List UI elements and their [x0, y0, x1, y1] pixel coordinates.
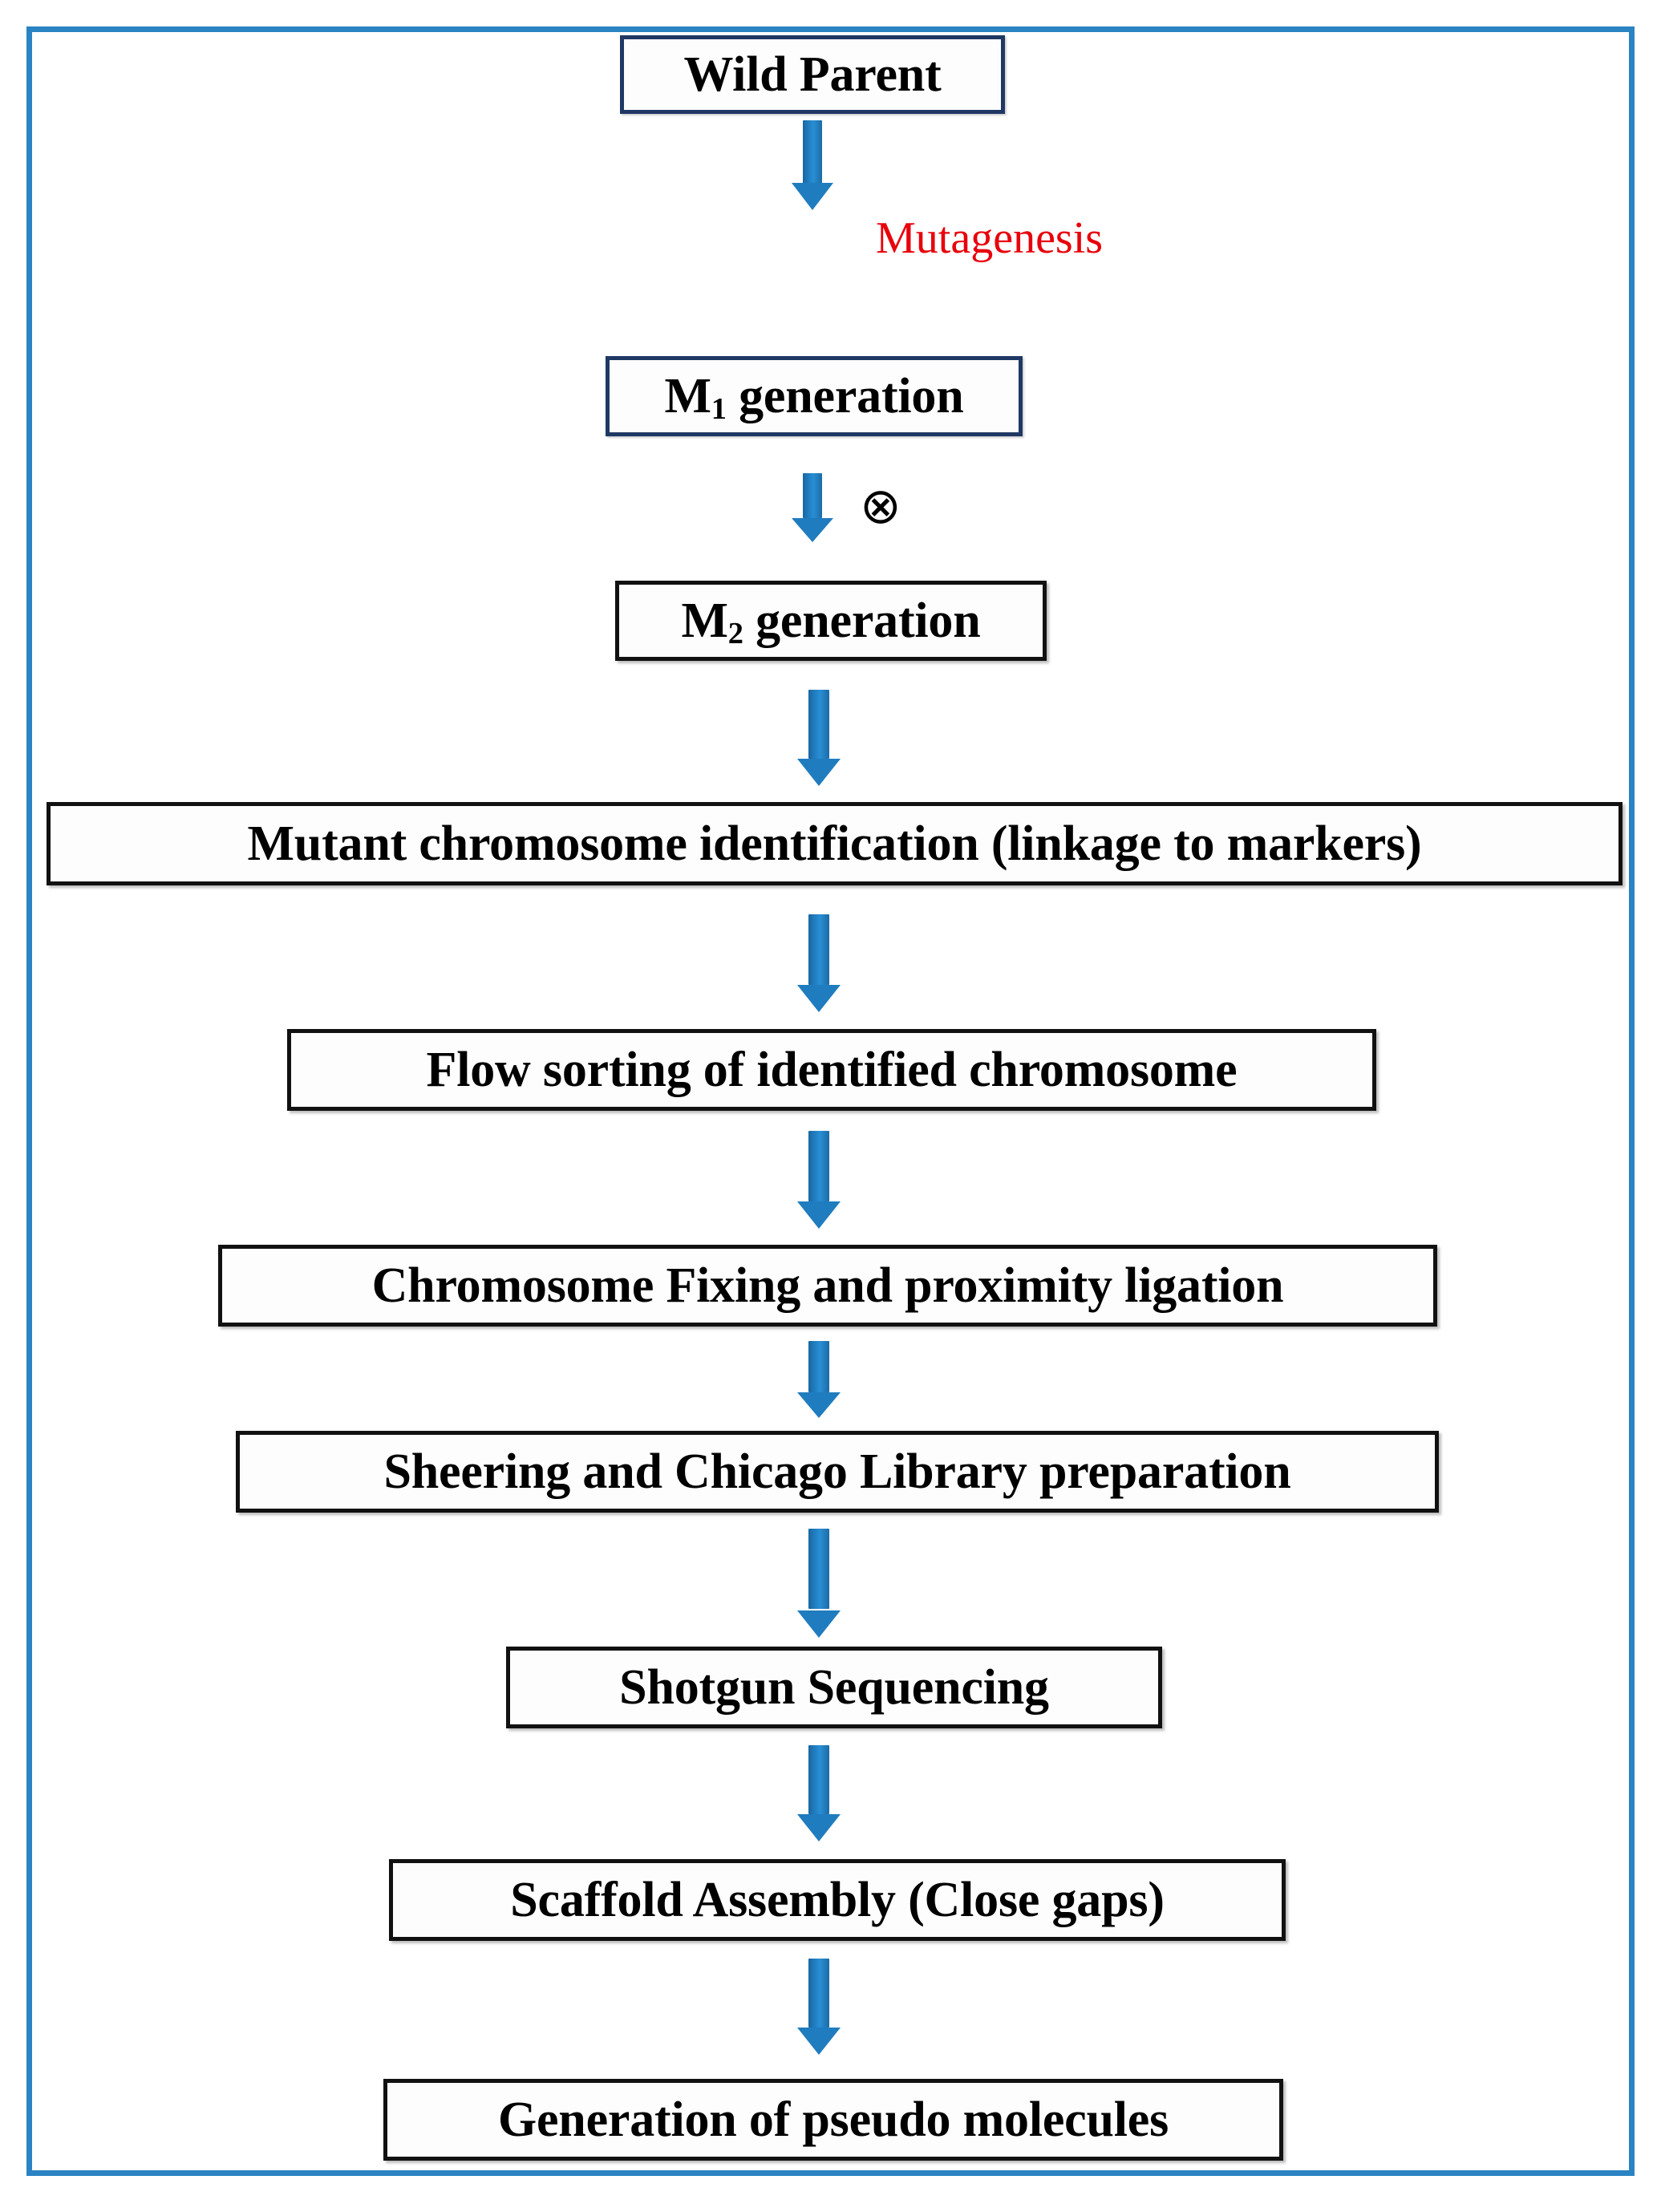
node-shotgun-sequencing: Shotgun Sequencing — [506, 1647, 1162, 1728]
arrow-shaft — [803, 120, 822, 184]
arrow-shaft — [808, 1959, 829, 2028]
arrow-head — [797, 985, 841, 1012]
arrow-chromosome-fixing-to-sheering — [791, 1341, 847, 1418]
arrow-wild-parent-to-m1 — [784, 120, 841, 210]
arrow-shotgun-to-scaffold-assembly — [791, 1745, 847, 1841]
node-mutant-chromosome-identification-label: Mutant chromosome identification (linkag… — [247, 816, 1422, 871]
arrow-m1-to-m2 — [784, 473, 841, 542]
arrow-head — [797, 1201, 841, 1229]
selfing-cross-icon: ⊗ — [860, 476, 901, 535]
node-mutant-chromosome-identification: Mutant chromosome identification (linkag… — [47, 802, 1623, 885]
node-flow-sorting: Flow sorting of identified chromosome — [287, 1029, 1376, 1111]
arrow-m2-to-mutant-identification — [791, 690, 847, 786]
node-shotgun-sequencing-label: Shotgun Sequencing — [619, 1659, 1049, 1715]
arrow-head — [797, 1610, 841, 1638]
node-pseudo-molecules-label: Generation of pseudo molecules — [497, 2092, 1169, 2147]
node-chromosome-fixing: Chromosome Fixing and proximity ligation — [218, 1245, 1437, 1327]
arrow-shaft — [808, 690, 829, 759]
arrow-head — [797, 1392, 841, 1418]
node-m2-generation-label: M2 generation — [681, 593, 981, 650]
arrow-shaft — [808, 1529, 829, 1609]
node-wild-parent: Wild Parent — [620, 35, 1005, 114]
node-chromosome-fixing-label: Chromosome Fixing and proximity ligation — [371, 1258, 1284, 1313]
arrow-head — [797, 1814, 841, 1841]
node-scaffold-assembly-label: Scaffold Assembly (Close gaps) — [510, 1872, 1165, 1927]
arrow-shaft — [803, 473, 822, 518]
arrow-sheering-to-shotgun-sequencing — [791, 1529, 847, 1638]
arrow-shaft — [808, 1131, 829, 1201]
node-sheering-chicago-library: Sheering and Chicago Library preparation — [236, 1431, 1439, 1513]
arrow-head — [792, 518, 833, 542]
arrow-shaft — [808, 1341, 829, 1392]
arrow-head — [797, 2028, 841, 2055]
arrow-flow-sorting-to-chromosome-fixing — [791, 1131, 847, 1229]
node-wild-parent-label: Wild Parent — [683, 47, 942, 102]
node-m1-generation-label: M1 generation — [664, 368, 964, 426]
node-flow-sorting-label: Flow sorting of identified chromosome — [426, 1042, 1238, 1097]
arrow-mutant-identification-to-flow-sorting — [791, 914, 847, 1012]
arrow-head — [792, 183, 833, 210]
arrow-shaft — [808, 914, 829, 985]
node-m2-generation: M2 generation — [615, 581, 1047, 661]
arrow-shaft — [808, 1745, 829, 1814]
arrow-scaffold-to-pseudo-molecules — [791, 1959, 847, 2055]
node-pseudo-molecules: Generation of pseudo molecules — [383, 2079, 1283, 2161]
arrow-head — [797, 759, 841, 786]
node-sheering-chicago-library-label: Sheering and Chicago Library preparation — [383, 1444, 1291, 1499]
node-scaffold-assembly: Scaffold Assembly (Close gaps) — [389, 1859, 1286, 1941]
node-m1-generation: M1 generation — [606, 356, 1023, 436]
edge-label-mutagenesis: Mutagenesis — [876, 213, 1104, 263]
